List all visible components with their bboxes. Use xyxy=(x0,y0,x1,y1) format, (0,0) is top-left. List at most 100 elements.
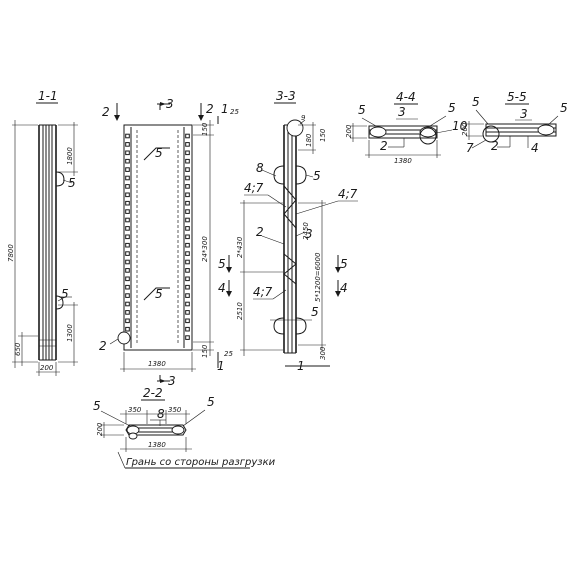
dim-150-top: 150 xyxy=(201,122,209,136)
cut-5-left-label: 5 xyxy=(218,257,226,271)
panel-hole xyxy=(125,268,130,273)
panel-hole xyxy=(125,259,130,265)
panel-hole xyxy=(125,192,130,198)
panel-hole xyxy=(185,167,190,172)
section-5-5-title: 5-5 xyxy=(507,90,527,104)
panel-hole xyxy=(185,226,190,231)
panel-hole xyxy=(185,284,190,290)
s55-callout-5-left: 5 xyxy=(472,95,480,109)
front-callout-2: 2 xyxy=(99,339,107,353)
front-elevation: 2 3 2 1 25 5 5 2 xyxy=(99,97,239,388)
panel-hole xyxy=(125,293,130,298)
s22-callout-5-right: 5 xyxy=(207,395,215,409)
s55-callout-2: 2 xyxy=(491,139,499,153)
callout-5-s33-b: 5 xyxy=(311,305,319,319)
s44-callout-5-left: 5 xyxy=(358,103,366,117)
callout-5-s33-a: 5 xyxy=(313,169,321,183)
panel-hole xyxy=(125,318,130,324)
panel-hole xyxy=(185,234,190,240)
section-3-3-title: 3-3 xyxy=(276,89,296,103)
front-callout-5-bottom: 5 xyxy=(155,287,163,301)
s55-callout-7: 7 xyxy=(466,141,474,155)
section-2-2: 2-2 5 5 8 350 350 200 1380 xyxy=(93,386,276,469)
cut-3-top-label: 3 xyxy=(166,97,174,111)
dim-200-s11: 200 xyxy=(40,364,54,372)
panel-hole xyxy=(125,276,130,282)
panel-hole xyxy=(125,209,130,214)
dim-25-top: 25 xyxy=(230,108,239,116)
cut-1-s33-label: 1 xyxy=(297,359,305,373)
panel-hole xyxy=(125,217,130,223)
s55-dim-200: 200 xyxy=(461,122,469,136)
s44-callout-2: 2 xyxy=(380,139,388,153)
dim-2510: 2510 xyxy=(236,302,244,320)
panel-hole xyxy=(185,268,190,273)
panel-hole xyxy=(125,150,130,156)
panel-hole xyxy=(125,310,130,315)
s44-dim-200: 200 xyxy=(345,124,353,138)
callout-9: 9 xyxy=(301,114,306,122)
cut-1-top-label: 1 xyxy=(221,102,229,116)
dim-650: 650 xyxy=(14,342,22,356)
panel-hole xyxy=(185,175,190,181)
panel-hole xyxy=(185,150,190,156)
callout-3-s33: 3 xyxy=(305,227,313,241)
panel-hole xyxy=(185,335,190,340)
callout-5-top: 5 xyxy=(68,176,76,190)
panel-hole xyxy=(185,310,190,315)
panel-hole xyxy=(185,158,190,164)
dim-150-s33: 150 xyxy=(319,128,327,142)
dim-1380-front: 1380 xyxy=(148,360,166,368)
panel-hole xyxy=(185,276,190,282)
panel-hole xyxy=(125,200,130,206)
s44-dim-1380: 1380 xyxy=(394,157,412,165)
section-3-3: 3-3 9 180 150 8 5 4;7 4;7 xyxy=(218,89,358,373)
panel-hole xyxy=(125,167,130,172)
section-1-1: 1-1 7800 1800 5 5 1300 xyxy=(7,89,78,376)
callout-5-bottom: 5 xyxy=(61,287,69,301)
cut-2-right-label: 2 xyxy=(206,102,214,116)
panel-hole xyxy=(125,242,130,248)
panel-hole xyxy=(125,142,130,147)
s22-dim-1380: 1380 xyxy=(148,441,166,449)
s55-callout-3: 3 xyxy=(520,107,528,121)
dim-1800: 1800 xyxy=(66,147,74,165)
s44-callout-5-right: 5 xyxy=(448,101,456,115)
s22-callout-5-left: 5 xyxy=(93,399,101,413)
panel-hole xyxy=(185,318,190,324)
dim-5x1200: 5*1200=6000 xyxy=(314,252,322,302)
panel-hole xyxy=(125,301,130,307)
cut-1-bottom-label: 1 xyxy=(217,359,225,373)
s22-dim-350-right: 350 xyxy=(168,406,182,414)
panel-hole xyxy=(185,209,190,214)
panel-hole xyxy=(125,175,130,181)
cut-5-right-label: 5 xyxy=(340,257,348,271)
panel-hole xyxy=(185,192,190,198)
s22-dim-200: 200 xyxy=(96,422,104,436)
dim-7800: 7800 xyxy=(7,244,15,262)
callout-47-lower: 4;7 xyxy=(253,285,273,299)
dim-2430: 2*430 xyxy=(236,236,244,258)
panel-hole xyxy=(125,326,130,332)
dim-150-bottom: 150 xyxy=(201,344,209,358)
panel-hole xyxy=(185,142,190,147)
panel-hole xyxy=(125,133,130,139)
callout-8: 8 xyxy=(256,161,264,175)
panel-hole xyxy=(185,133,190,139)
panel-hole xyxy=(185,259,190,265)
panel-hole xyxy=(185,217,190,223)
callout-47-right: 4;7 xyxy=(338,187,358,201)
front-callout-5-top: 5 xyxy=(155,146,163,160)
panel-hole xyxy=(125,251,130,256)
face-note: Грань со стороны разгрузки xyxy=(126,457,276,468)
panel-hole xyxy=(125,184,130,189)
dim-1300: 1300 xyxy=(66,324,74,342)
callout-2-s33: 2 xyxy=(256,225,264,239)
dim-24x300: 24*300 xyxy=(201,236,209,262)
dim-180: 180 xyxy=(305,133,313,147)
s44-callout-10: 10 xyxy=(452,119,468,133)
panel-hole xyxy=(185,200,190,206)
dim-2450: 2450 xyxy=(302,222,310,240)
section-2-2-title: 2-2 xyxy=(143,386,163,400)
